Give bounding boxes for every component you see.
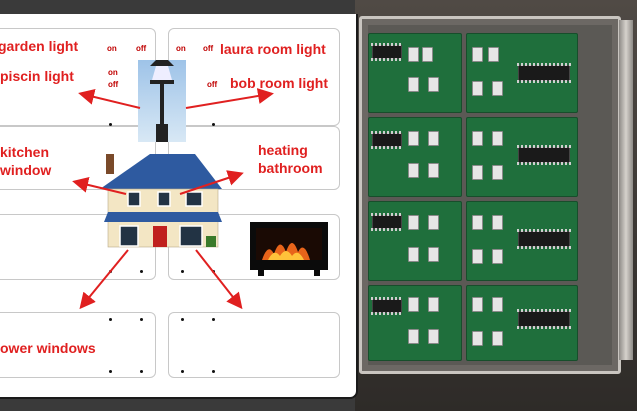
relay: [408, 215, 419, 230]
relay: [408, 163, 419, 178]
relay: [428, 215, 439, 230]
relay: [408, 131, 419, 146]
pcb-3: [368, 117, 462, 197]
slot-top-left: [0, 28, 156, 126]
ic-chip: [371, 213, 403, 231]
relay: [492, 297, 503, 312]
switch-off-label: off: [136, 44, 147, 53]
relay: [472, 215, 483, 230]
mount-dot: [181, 370, 184, 373]
relay: [492, 215, 503, 230]
slot-top-right: [168, 28, 340, 126]
ic-chip: [517, 63, 571, 83]
slot-lower-left: [0, 214, 156, 280]
mount-dot: [181, 318, 184, 321]
mount-dot: [212, 318, 215, 321]
relay: [428, 329, 439, 344]
relay: [472, 165, 483, 180]
slot-bottom-left: [0, 312, 156, 378]
mount-dot: [140, 370, 143, 373]
label-heating: heating: [258, 142, 308, 158]
mount-dot: [109, 270, 112, 273]
mount-dot: [140, 123, 143, 126]
relay: [422, 47, 433, 62]
relay: [428, 77, 439, 92]
ic-chip: [371, 297, 403, 315]
mount-dot: [109, 370, 112, 373]
switch-on-label: on: [107, 44, 117, 53]
label-bob-room-light: bob room light: [230, 75, 328, 91]
relay: [492, 165, 503, 180]
switch-off-label: off: [207, 80, 218, 89]
enclosure: [359, 16, 621, 374]
switch-off-label: off: [203, 44, 214, 53]
switch-on-label: on: [176, 72, 186, 81]
relay: [472, 331, 483, 346]
ic-chip: [371, 131, 403, 149]
ic-chip: [517, 145, 571, 165]
mount-dot: [212, 370, 215, 373]
slot-lower-right: [168, 214, 340, 280]
relay: [428, 163, 439, 178]
label-kitchen: kitchen: [0, 144, 50, 160]
switch-on-label: on: [108, 68, 118, 77]
relay: [428, 297, 439, 312]
relay: [472, 81, 483, 96]
ic-chip: [517, 309, 571, 329]
mount-dot: [109, 318, 112, 321]
diagram-panel: on off on off on off on off garden light…: [0, 14, 358, 399]
label-garden-light: garden light: [0, 38, 79, 54]
relay: [472, 47, 483, 62]
mount-dot: [140, 270, 143, 273]
slot-mid-right: [168, 126, 340, 190]
mount-dot: [181, 123, 184, 126]
relay: [408, 297, 419, 312]
label-window: window: [0, 162, 52, 178]
relay: [472, 249, 483, 264]
switch-on-label: on: [176, 44, 186, 53]
relay-board-photo: [355, 0, 637, 411]
label-piscin-light: piscin light: [0, 68, 74, 84]
switch-off-label: off: [108, 80, 119, 89]
ic-chip: [517, 229, 571, 249]
relay: [492, 331, 503, 346]
mount-dot: [212, 123, 215, 126]
relay: [408, 47, 419, 62]
enclosure-inner: [368, 25, 612, 365]
relay: [492, 131, 503, 146]
relay: [408, 77, 419, 92]
slot-bottom-right: [168, 312, 340, 378]
relay: [428, 131, 439, 146]
relay: [492, 81, 503, 96]
relay: [428, 247, 439, 262]
label-bathroom: bathroom: [258, 160, 323, 176]
label-laura-room-light: laura room light: [220, 41, 326, 57]
relay: [472, 297, 483, 312]
mount-dot: [140, 318, 143, 321]
ic-chip: [371, 43, 403, 61]
mount-dot: [109, 123, 112, 126]
enclosure-edge: [619, 20, 633, 360]
mount-dot: [181, 270, 184, 273]
relay: [488, 47, 499, 62]
label-power-windows: ower windows: [0, 340, 96, 356]
mount-dot: [212, 270, 215, 273]
relay: [408, 329, 419, 344]
relay: [492, 249, 503, 264]
relay: [408, 247, 419, 262]
relay: [472, 131, 483, 146]
